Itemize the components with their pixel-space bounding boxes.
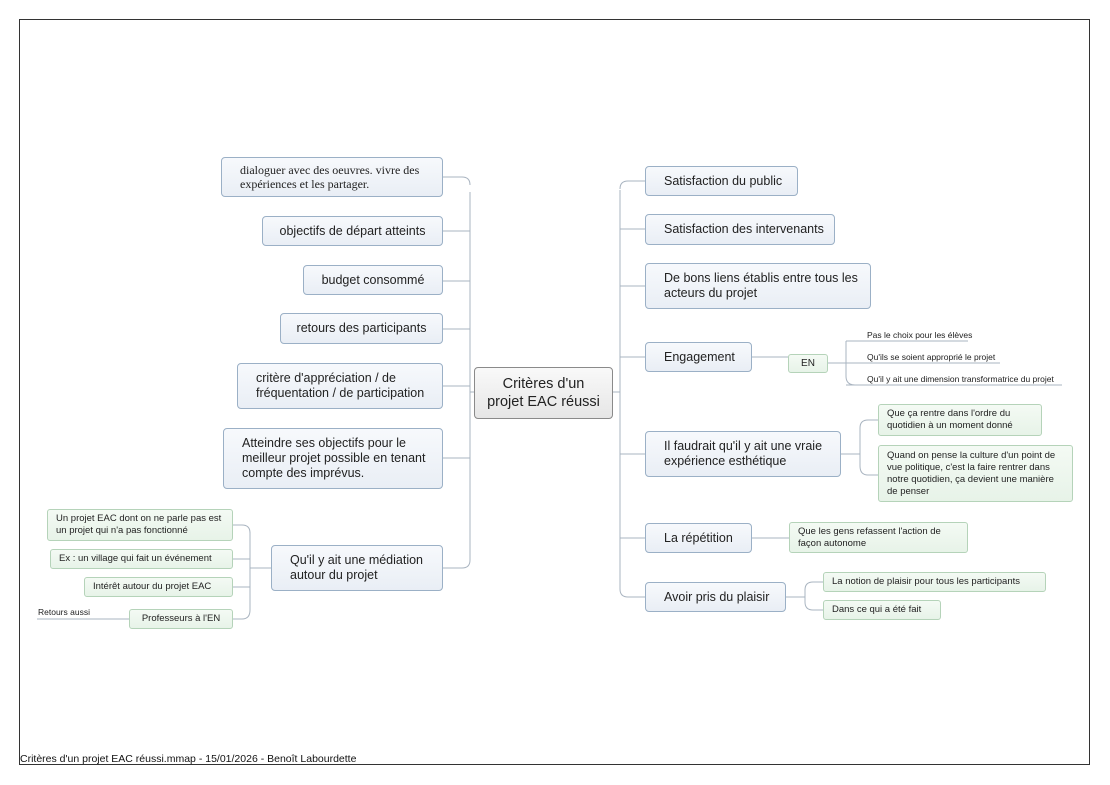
topic-objectifs[interactable]: objectifs de départ atteints	[262, 216, 443, 246]
sub-projet-parle[interactable]: Un projet EAC dont on ne parle pas est u…	[47, 509, 233, 541]
topic-satisfaction-public[interactable]: Satisfaction du public	[645, 166, 798, 196]
topic-dialoguer[interactable]: dialoguer avec des oeuvres. vivre des ex…	[221, 157, 443, 197]
topic-esthetique[interactable]: Il faudrait qu'il y ait une vraie expéri…	[645, 431, 841, 477]
sub-interet[interactable]: Intérêt autour du projet EAC	[84, 577, 233, 597]
topic-satisfaction-intervenants[interactable]: Satisfaction des intervenants	[645, 214, 835, 245]
item-transformatrice[interactable]: Qu'il y ait une dimension transformatric…	[867, 374, 1054, 384]
central-topic[interactable]: Critères d'un projet EAC réussi	[474, 367, 613, 419]
footer-caption: Critères d'un projet EAC réussi.mmap - 1…	[20, 753, 357, 765]
topic-atteindre[interactable]: Atteindre ses objectifs pour le meilleur…	[223, 428, 443, 489]
sub-notion-plaisir[interactable]: La notion de plaisir pour tous les parti…	[823, 572, 1046, 592]
topic-bons-liens[interactable]: De bons liens établis entre tous les act…	[645, 263, 871, 309]
topic-critere[interactable]: critère d'appréciation / de fréquentatio…	[237, 363, 443, 409]
topic-budget[interactable]: budget consommé	[303, 265, 443, 295]
sub-ordre-quotidien[interactable]: Que ça rentre dans l'ordre du quotidien …	[878, 404, 1042, 436]
topic-retours[interactable]: retours des participants	[280, 313, 443, 344]
sub-en[interactable]: EN	[788, 354, 828, 373]
sub-ce-qui-a-ete-fait[interactable]: Dans ce qui a été fait	[823, 600, 941, 620]
topic-mediation[interactable]: Qu'il y ait une médiation autour du proj…	[271, 545, 443, 591]
sub-culture-politique[interactable]: Quand on pense la culture d'un point de …	[878, 445, 1073, 502]
item-pas-le-choix[interactable]: Pas le choix pour les élèves	[867, 330, 973, 340]
topic-repetition[interactable]: La répétition	[645, 523, 752, 553]
label-retours-aussi[interactable]: Retours aussi	[38, 607, 90, 617]
page-frame	[19, 19, 1090, 765]
topic-plaisir[interactable]: Avoir pris du plaisir	[645, 582, 786, 612]
sub-professeurs[interactable]: Professeurs à l'EN	[129, 609, 233, 629]
item-approprie[interactable]: Qu'ils se soient approprié le projet	[867, 352, 996, 362]
sub-refassent[interactable]: Que les gens refassent l'action de façon…	[789, 522, 968, 553]
sub-village[interactable]: Ex : un village qui fait un événement	[50, 549, 233, 569]
topic-engagement[interactable]: Engagement	[645, 342, 752, 372]
